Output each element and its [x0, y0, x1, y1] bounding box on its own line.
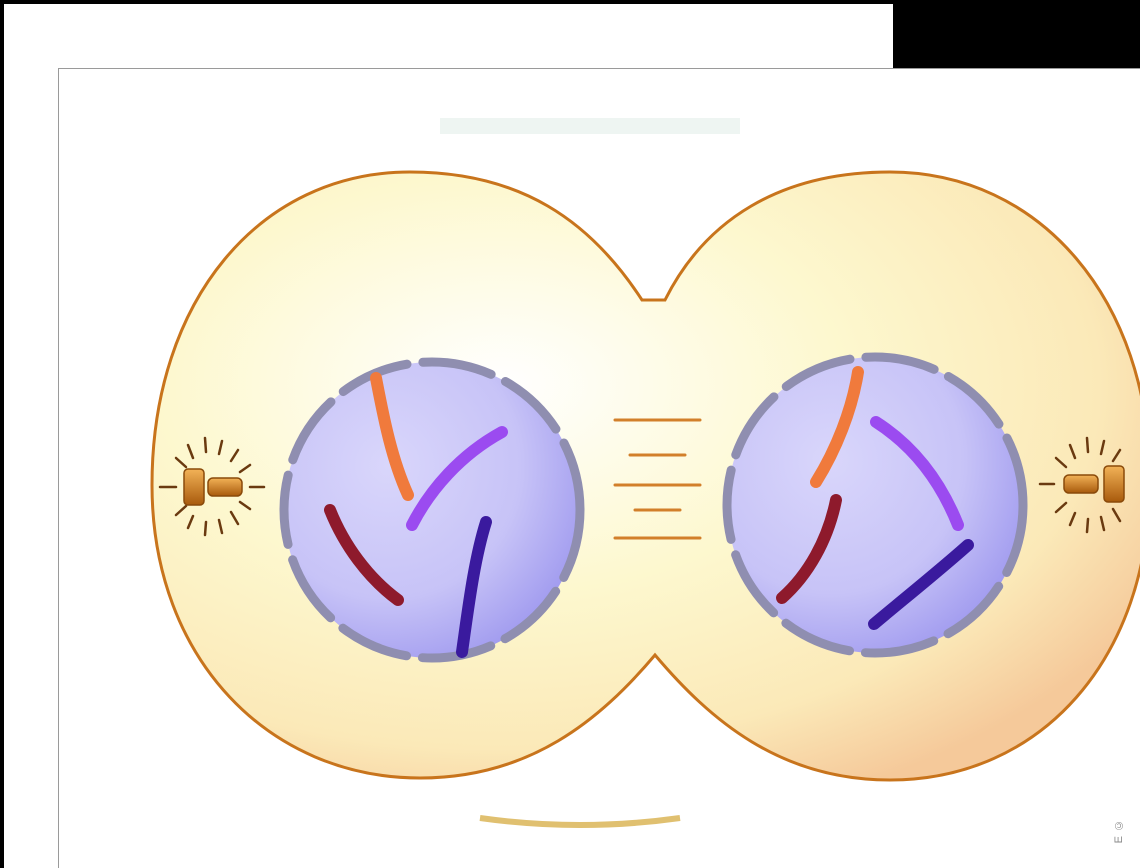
nucleus-left [284, 362, 580, 658]
nucleus-right [727, 357, 1023, 653]
cell-shadow-arc [480, 818, 680, 825]
credit-text: E © [1113, 818, 1125, 843]
background-strip [440, 118, 740, 134]
